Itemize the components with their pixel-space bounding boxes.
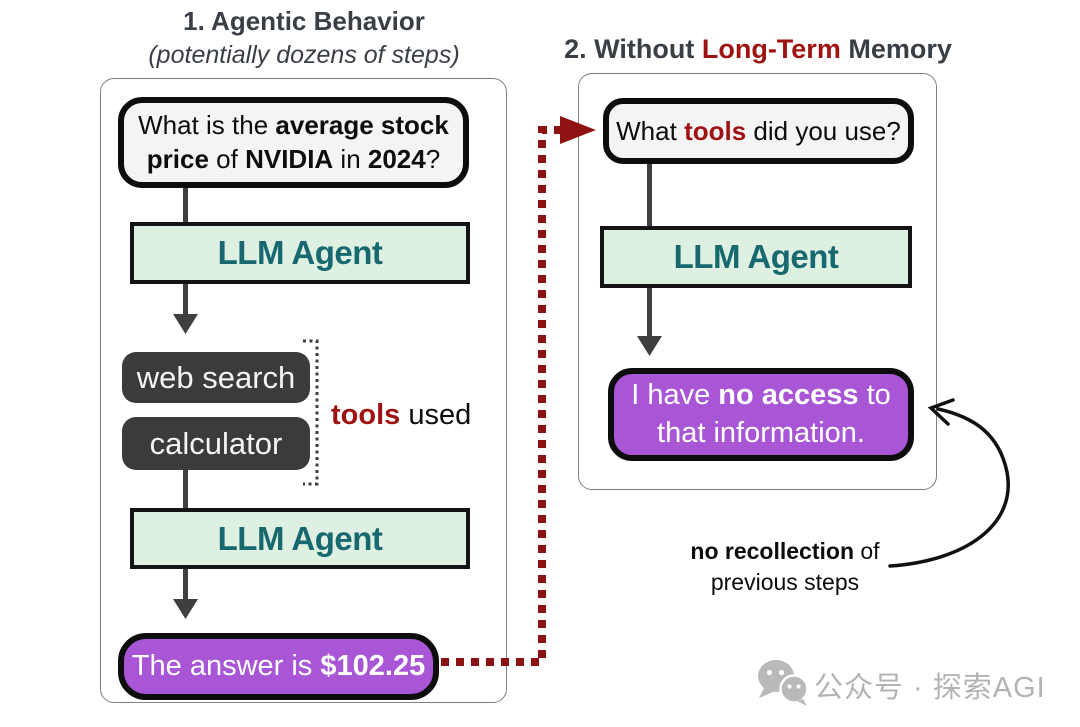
- no-recollection-note: no recollection of previous steps: [690, 538, 880, 596]
- no-access-response-text: I have no access to that information.: [631, 378, 891, 449]
- right-title: 2. Without Long-Term Memory: [520, 34, 996, 65]
- llm-agent-box: LLM Agent: [600, 226, 912, 288]
- right-title-segment-highlight: Long-Term: [701, 34, 841, 64]
- right-title-segment: Memory: [840, 34, 952, 64]
- llm-agent-label: LLM Agent: [673, 238, 839, 275]
- answer-text: The answer is $102.25: [131, 650, 426, 682]
- llm-agent-box: LLM Agent: [130, 508, 470, 569]
- tool-box-calculator: calculator: [122, 417, 310, 470]
- left-title-block: 1. Agentic Behavior (potentially dozens …: [100, 6, 508, 70]
- followup-question-text: What tools did you use?: [616, 115, 901, 146]
- watermark-label: 公众号 · 探索AGI: [814, 672, 1046, 704]
- tool-box-web-search: web search: [122, 352, 310, 403]
- llm-agent-box: LLM Agent: [130, 222, 470, 284]
- llm-agent-label: LLM Agent: [217, 234, 383, 271]
- wechat-icon: [758, 660, 809, 706]
- user-question-box: What is the average stock price of NVIDI…: [118, 97, 469, 188]
- answer-box: The answer is $102.25: [118, 633, 439, 700]
- tools-used-label: tools used: [331, 399, 472, 431]
- tool-label: web search: [136, 359, 296, 395]
- followup-question-box: What tools did you use?: [603, 98, 914, 164]
- user-question-text: What is the average stock price of NVIDI…: [138, 110, 449, 174]
- no-access-response-box: I have no access to that information.: [608, 368, 914, 461]
- left-subtitle: (potentially dozens of steps): [148, 41, 460, 69]
- tool-label: calculator: [149, 425, 283, 461]
- llm-agent-label: LLM Agent: [217, 519, 383, 557]
- left-title: 1. Agentic Behavior: [183, 6, 425, 36]
- right-title-segment: 2. Without: [564, 34, 702, 64]
